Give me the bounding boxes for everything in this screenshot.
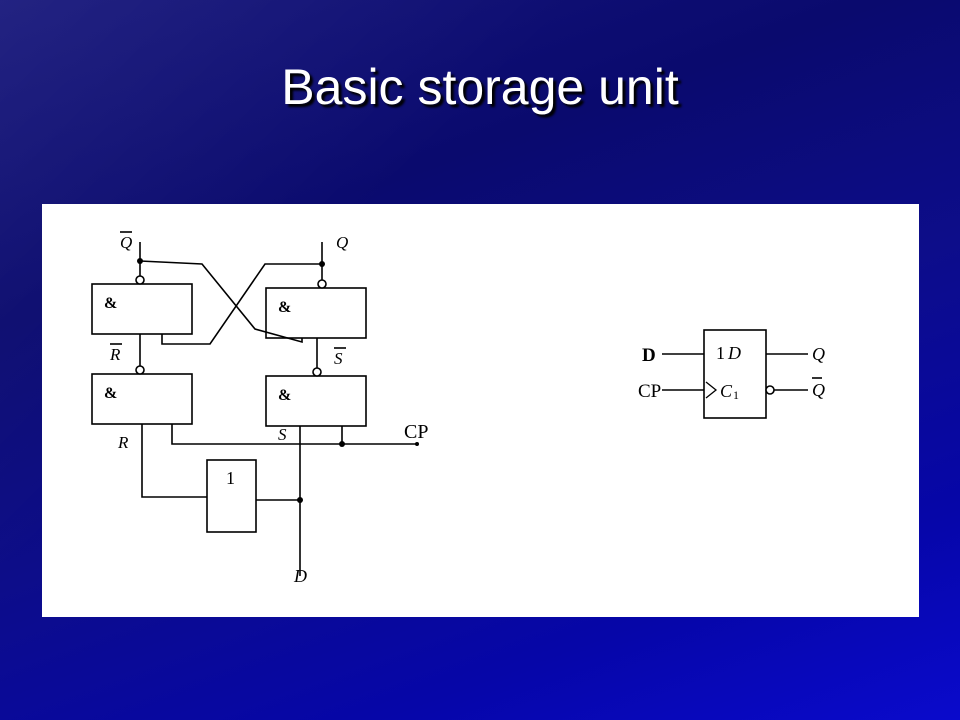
not-gate-label: 1 [226,468,235,488]
sbar-label: S [334,349,343,368]
symbol-input-cp: CP [638,381,661,402]
and-gate-top-right [265,287,367,339]
symbol-input-d: D [642,345,656,366]
q-inversion-bubble [317,279,327,289]
junction-dot [319,261,325,267]
r-wire [141,424,207,498]
d-flipflop-symbol-box [703,329,767,419]
q-feedback-wire [161,263,322,345]
clock-triangle [705,381,718,399]
rbar-label: R [109,345,121,364]
sbar-inversion-bubble [312,367,322,377]
junction-dot [415,442,419,446]
symbol-qbar-bubble [765,385,775,395]
rbar-inversion-bubble [135,365,145,375]
and-gate-label: & [278,387,291,404]
figure-panel: & & & & 1 Q Q R S R S CP D D CP 1 D C 1 … [42,204,919,617]
junction-dot [339,441,345,447]
and-gate-label: & [278,299,291,316]
symbol-inner-d-prefix: 1 [716,343,725,363]
r-label: R [117,433,129,452]
qbar-inversion-bubble [135,275,145,285]
and-gate-label: & [104,385,117,402]
circuit-diagram-svg: & & & & 1 Q Q R S R S CP D D CP 1 D C 1 … [91,231,825,586]
junction-dot [297,497,303,503]
cp-wire [171,424,343,445]
symbol-output-q: Q [812,344,825,364]
and-gate-label: & [104,295,117,312]
cp-label: CP [404,421,428,443]
d-label: D [293,566,307,586]
symbol-inner-d: D [727,343,741,363]
qbar-label: Q [120,233,132,252]
symbol-inner-clock-sub: 1 [733,388,739,402]
s-label: S [278,425,287,444]
junction-dot [137,258,143,264]
q-label: Q [336,233,348,252]
symbol-output-qbar: Q [812,380,825,400]
symbol-inner-clock: C [720,381,733,401]
qbar-feedback-wire [139,260,303,344]
slide-title: Basic storage unit [281,59,679,115]
not-gate [206,459,257,533]
